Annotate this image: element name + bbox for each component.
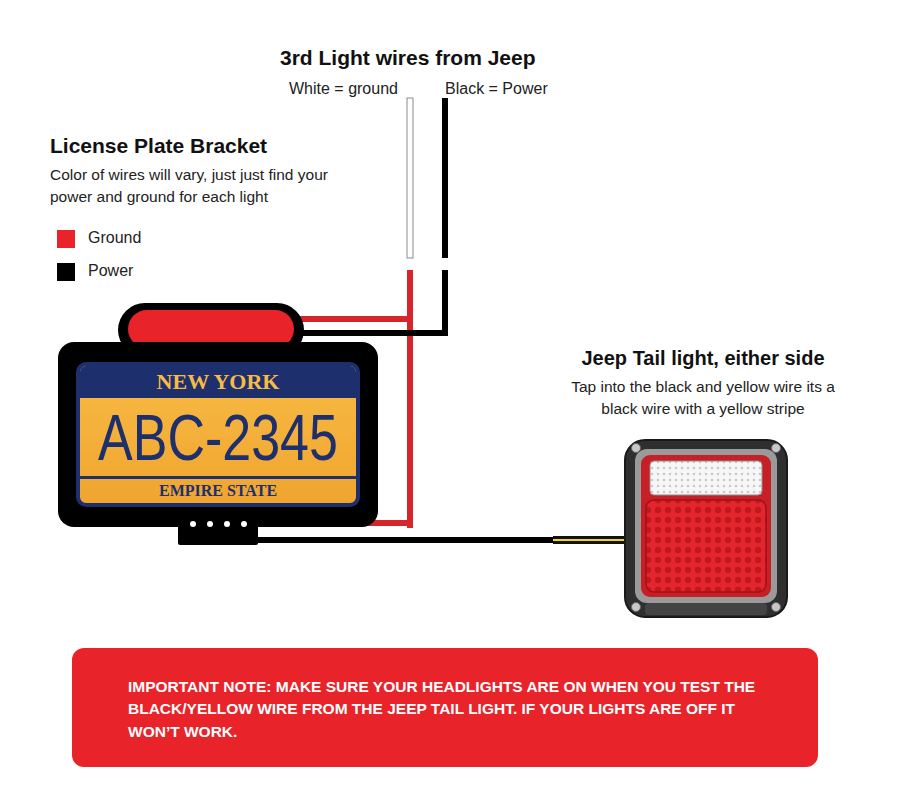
connector-pin xyxy=(207,521,213,527)
node-heading: Jeep Tail light, either side xyxy=(581,347,824,370)
wire-yellow-stripe xyxy=(553,539,629,541)
tail-bezel xyxy=(635,449,777,603)
wire-label: White = ground xyxy=(289,80,398,98)
wire-connector xyxy=(248,527,553,540)
note-text: IMPORTANT NOTE: MAKE SURE YOUR HEADLIGHT… xyxy=(128,676,778,743)
plate-slogan: EMPIRE STATE xyxy=(159,480,277,502)
screw xyxy=(632,603,641,612)
instruction-text: Color of wires will vary, just just find… xyxy=(50,164,360,207)
connector-pin xyxy=(190,521,196,527)
legend-swatch xyxy=(57,263,75,281)
black-wire xyxy=(300,330,448,336)
important-note: IMPORTANT NOTE: MAKE SURE YOUR HEADLIGHT… xyxy=(72,648,818,767)
wire-label: Black = Power xyxy=(445,80,548,98)
red-wire xyxy=(407,270,413,528)
tail-light: Jeep Tail light, either sideTap into the… xyxy=(553,345,853,620)
reverse-lens xyxy=(650,461,762,495)
tail-lip xyxy=(645,603,767,615)
white-wire xyxy=(407,98,413,258)
tail-housing xyxy=(625,440,787,617)
tail-lens-frame xyxy=(641,455,771,597)
black-wire xyxy=(442,270,448,336)
section-heading: 3rd Light wires from Jeep xyxy=(280,46,536,70)
legend-label: Power xyxy=(88,262,133,280)
black-wire xyxy=(442,98,448,258)
connector-pin xyxy=(224,521,230,527)
plate-number: ABC-2345 xyxy=(98,401,338,474)
screw xyxy=(632,444,641,453)
license-plate-bracket: NEW YORKABC-2345EMPIRE STATE xyxy=(58,342,378,527)
screw xyxy=(772,603,781,612)
screw xyxy=(772,444,781,453)
connector-plug xyxy=(178,518,258,545)
plate-state: NEW YORK xyxy=(157,366,280,398)
plate-line xyxy=(80,476,356,479)
brake-lens xyxy=(646,500,766,592)
connector-pin xyxy=(241,521,247,527)
node-body: Tap into the black and yellow wire its a… xyxy=(553,376,853,419)
section-heading: License Plate Bracket xyxy=(50,134,267,158)
license-plate: NEW YORKABC-2345EMPIRE STATE xyxy=(76,362,360,507)
legend-swatch xyxy=(57,230,75,248)
tail-light-caption: Jeep Tail light, either sideTap into the… xyxy=(553,345,853,419)
wire-black xyxy=(553,536,629,544)
red-wire xyxy=(300,316,413,322)
legend-label: Ground xyxy=(88,229,141,247)
